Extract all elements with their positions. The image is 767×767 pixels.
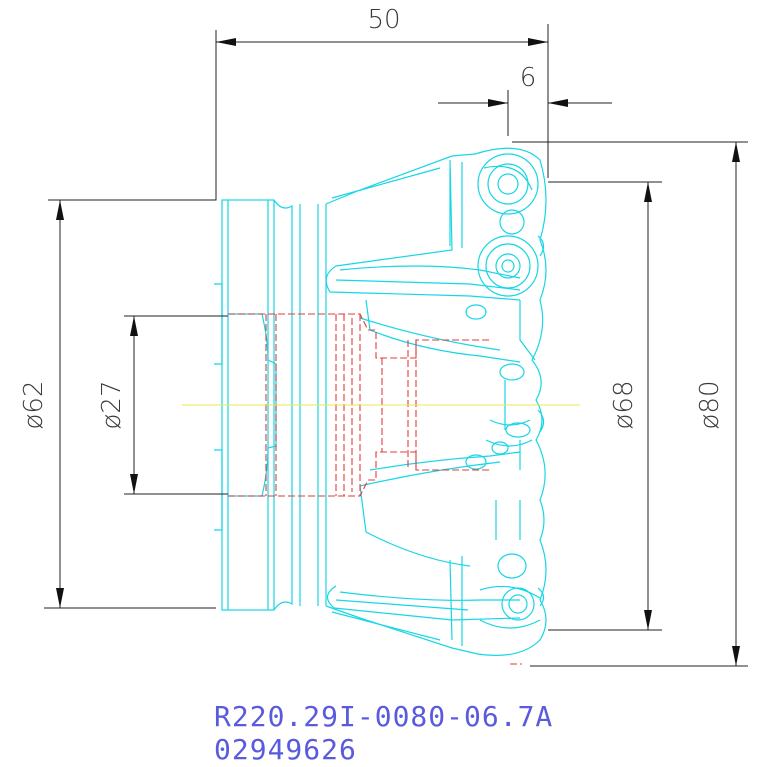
dim-inner-diameter [548, 181, 662, 631]
hidden-bore-lines [228, 313, 522, 665]
dim-bore-diameter-label: ø27 [97, 381, 127, 430]
cutter-body-outline [214, 147, 547, 656]
dim-cutting-diameter [512, 141, 748, 667]
dim-shank-diameter-label: ø62 [19, 381, 49, 430]
dim-length-label: 50 [367, 5, 400, 35]
dim-offset-label: 6 [520, 63, 537, 93]
dim-bore-diameter [124, 315, 228, 495]
dim-cutting-diameter-label: ø80 [695, 381, 725, 430]
dim-inner-diameter-label: ø68 [609, 381, 639, 430]
item-number: 02949626 [214, 733, 357, 766]
dim-shank-diameter [44, 200, 216, 609]
part-code: R220.29I-0080-06.7A [214, 700, 554, 733]
dim-length [48, 24, 549, 201]
dim-offset [438, 90, 612, 136]
